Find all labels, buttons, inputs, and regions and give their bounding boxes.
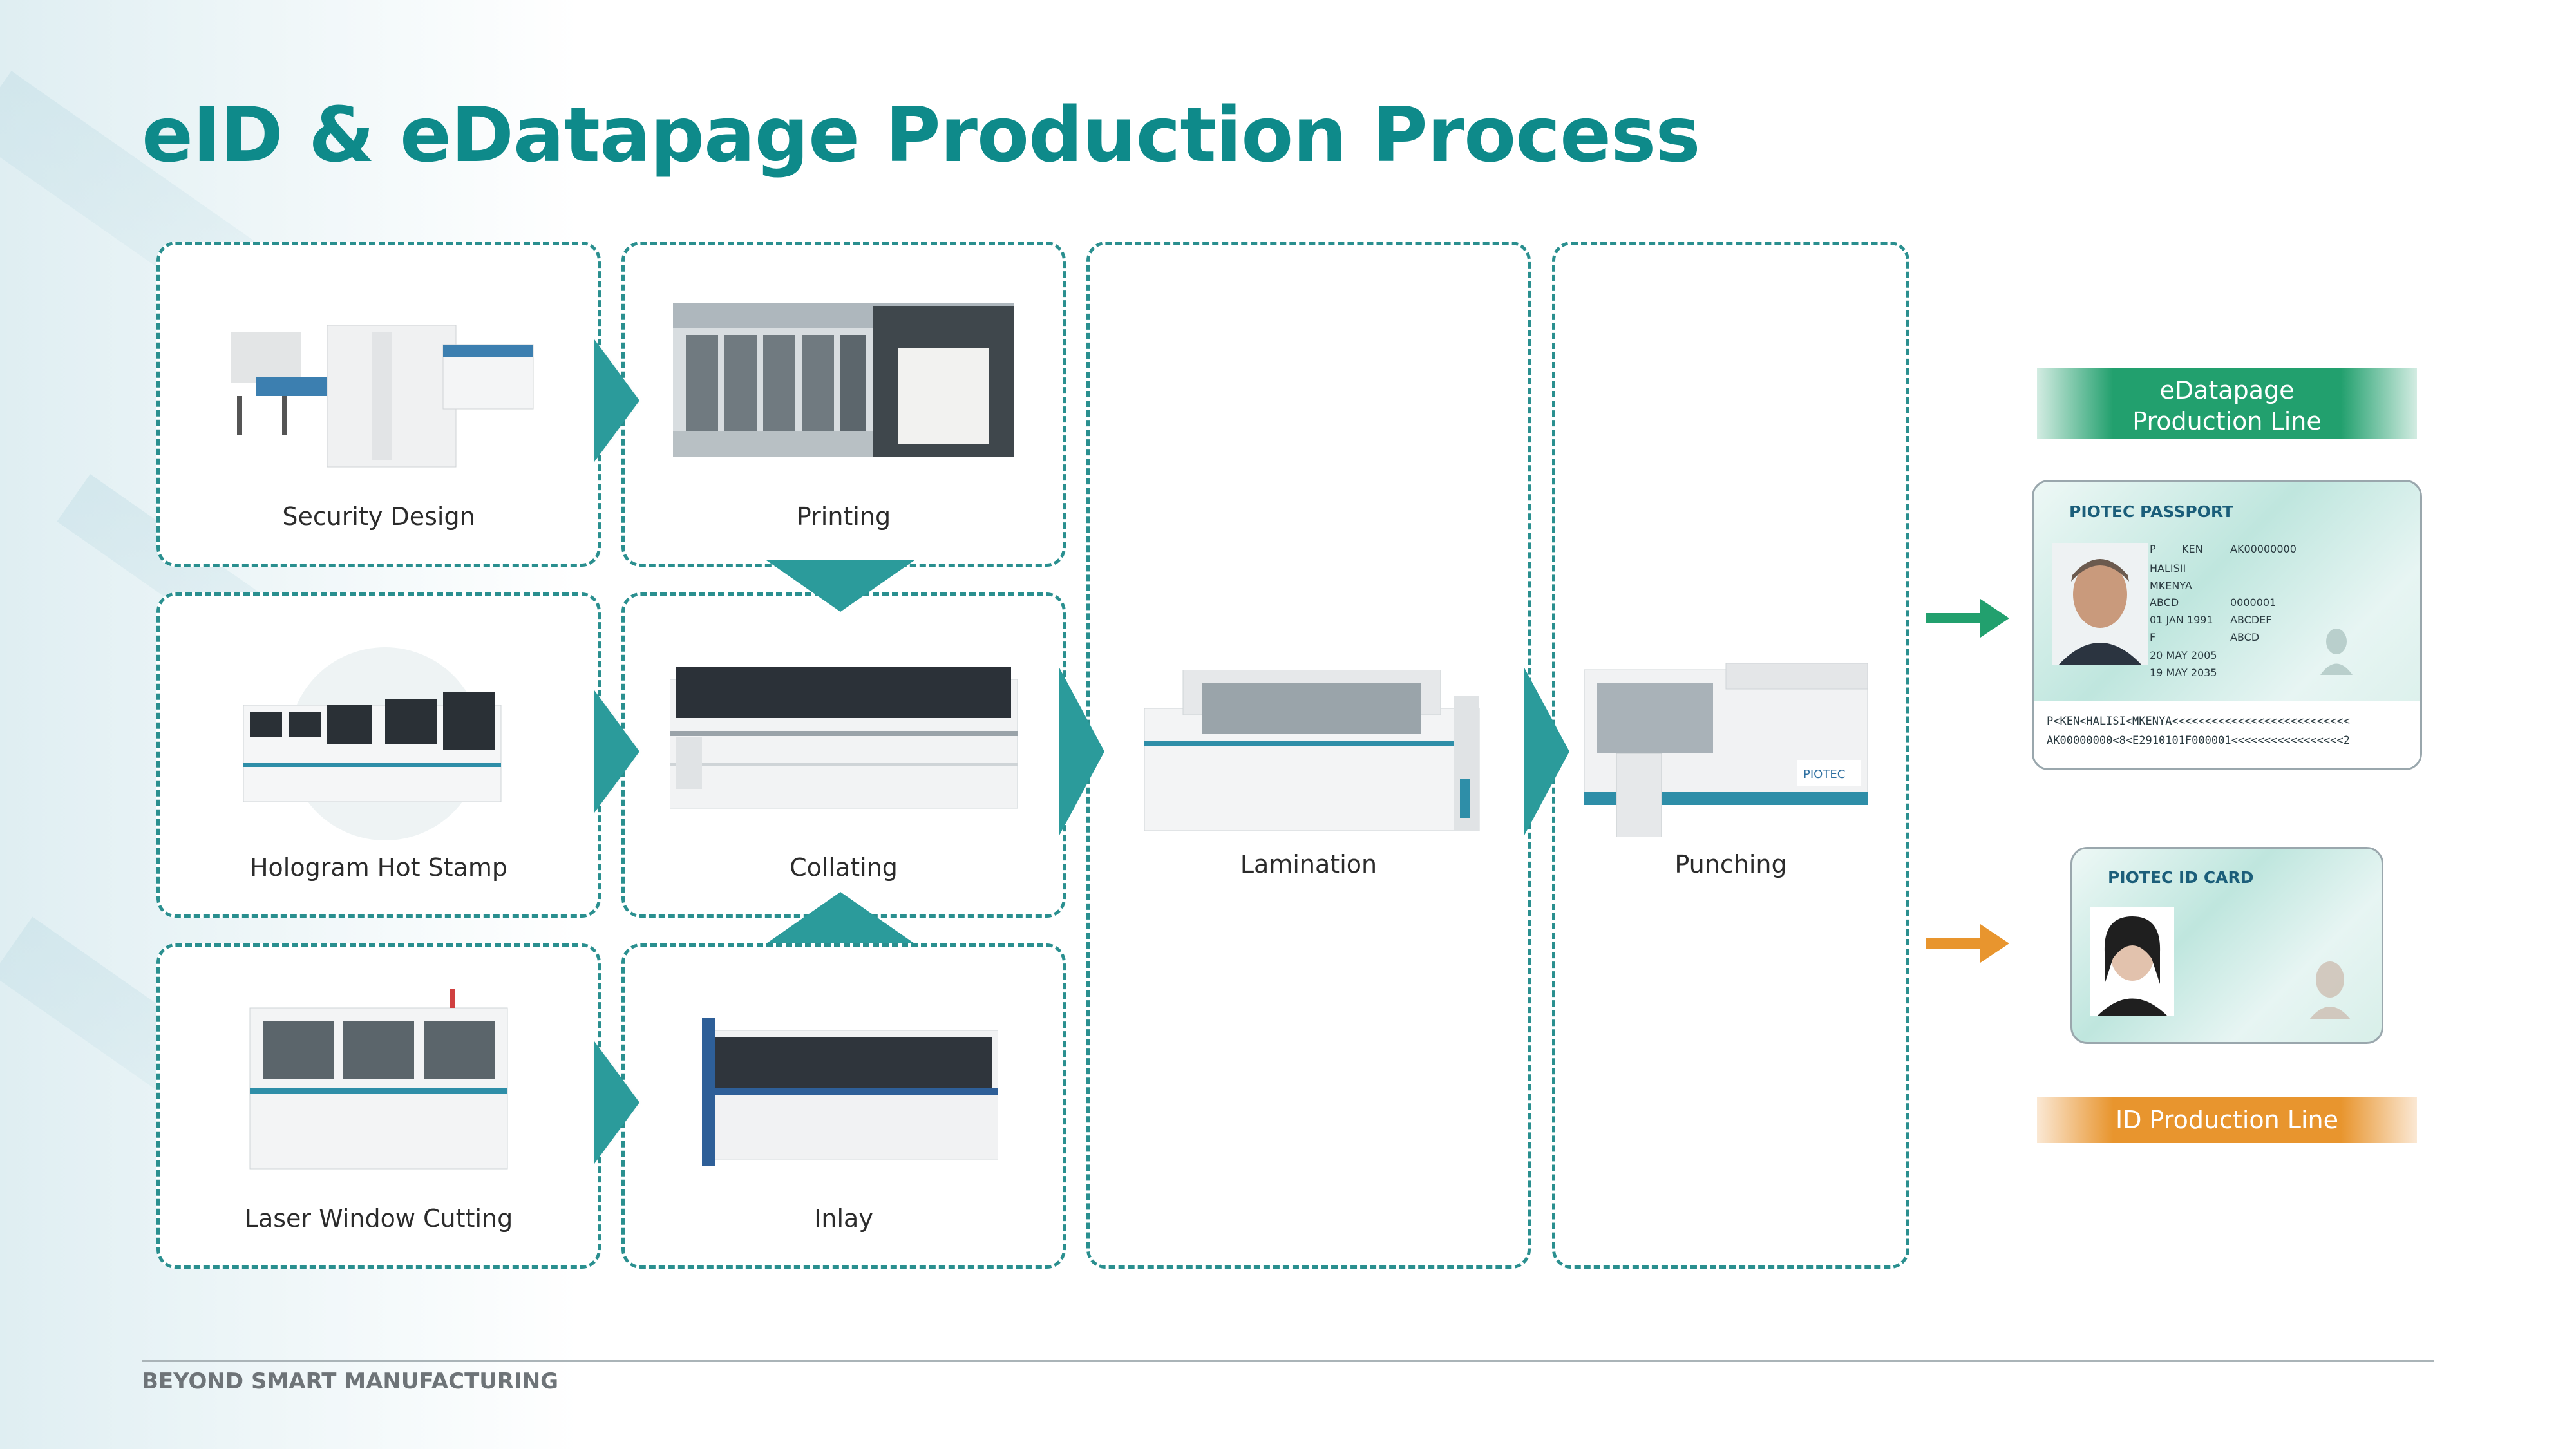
arrow-right [594,339,639,462]
svg-text:PIOTEC: PIOTEC [1803,768,1845,781]
passport-surname: HALISII [2150,562,2186,574]
arrow-up [766,892,914,943]
step-label: Lamination [1240,850,1378,878]
passport-mrz-line-1: P<KEN<HALISI<MKENYA<<<<<<<<<<<<<<<<<<<<<… [2047,715,2350,728]
step-label: Inlay [814,1204,873,1233]
passport-personal-no: 0000001 [2230,596,2277,609]
id-card: PIOTEC ID CARD [2070,847,2383,1044]
arrow-right [594,1041,639,1164]
edatapage-production-line-banner: eDatapage Production Line [2037,368,2417,439]
arrow-right [594,690,639,813]
collating-machine-image [670,667,1018,809]
passport-photo [2052,543,2148,665]
step-printing: Printing [621,242,1066,567]
passport-issue: 20 MAY 2005 [2150,649,2217,661]
id-card-photo [2090,907,2174,1016]
green-arrow-icon [1926,599,2009,638]
laser-window-cutting-machine-image [249,989,508,1170]
passport-expiry: 19 MAY 2035 [2150,667,2217,679]
step-punching: PIOTEC Punching [1552,242,1909,1269]
step-label: Collating [790,853,898,882]
lamination-machine-image [1144,670,1480,831]
passport-datapage: PIOTEC PASSPORT P KEN AK00000000 HALISII… [2032,480,2422,770]
step-inlay: Inlay [621,943,1066,1269]
punching-machine-image: PIOTEC [1584,663,1868,837]
id-card-header: PIOTEC ID CARD [2108,868,2254,887]
passport-mrz-line-2: AK00000000<8<E2910101F000001<<<<<<<<<<<<… [2047,734,2350,747]
arrow-down [766,560,914,612]
passport-number: AK00000000 [2230,543,2297,555]
page-title: eID & eDatapage Production Process [142,90,1701,179]
passport-dob: 01 JAN 1991 [2150,614,2213,626]
step-label: Punching [1674,850,1787,878]
passport-code: KEN [2182,543,2203,555]
step-hologram-hot-stamp: Hologram Hot Stamp [156,592,601,918]
orange-arrow-icon [1926,924,2009,963]
step-label: Hologram Hot Stamp [249,853,507,882]
inlay-machine-image [702,1018,998,1166]
footer-tagline: BEYOND SMART MANUFACTURING [142,1368,559,1394]
passport-given: ABCD [2150,596,2179,609]
passport-sex: F [2150,631,2156,643]
hologram-hot-stamp-machine-image [243,647,502,840]
step-security-design: Security Design [156,242,601,567]
footer-rule [142,1360,2434,1362]
step-lamination: Lamination [1086,242,1531,1269]
passport-nationality: MKENYA [2150,580,2192,592]
security-design-machine-image [231,325,534,468]
ghost-image [2320,629,2353,675]
printing-machine-image [673,303,1014,457]
id-card-ghost-image [2309,961,2351,1019]
passport-authority: ABCD [2230,631,2260,643]
passport-header: PIOTEC PASSPORT [2069,502,2234,521]
step-laser-window-cutting: Laser Window Cutting [156,943,601,1269]
id-production-line-banner: ID Production Line [2037,1097,2417,1143]
step-label: Printing [796,502,891,531]
passport-place: ABCDEF [2230,614,2272,626]
step-label: Laser Window Cutting [244,1204,513,1233]
step-collating: Collating [621,592,1066,918]
step-label: Security Design [282,502,475,531]
passport-type: P [2150,543,2156,555]
arrow-right [1524,668,1569,835]
arrow-right [1059,668,1104,835]
